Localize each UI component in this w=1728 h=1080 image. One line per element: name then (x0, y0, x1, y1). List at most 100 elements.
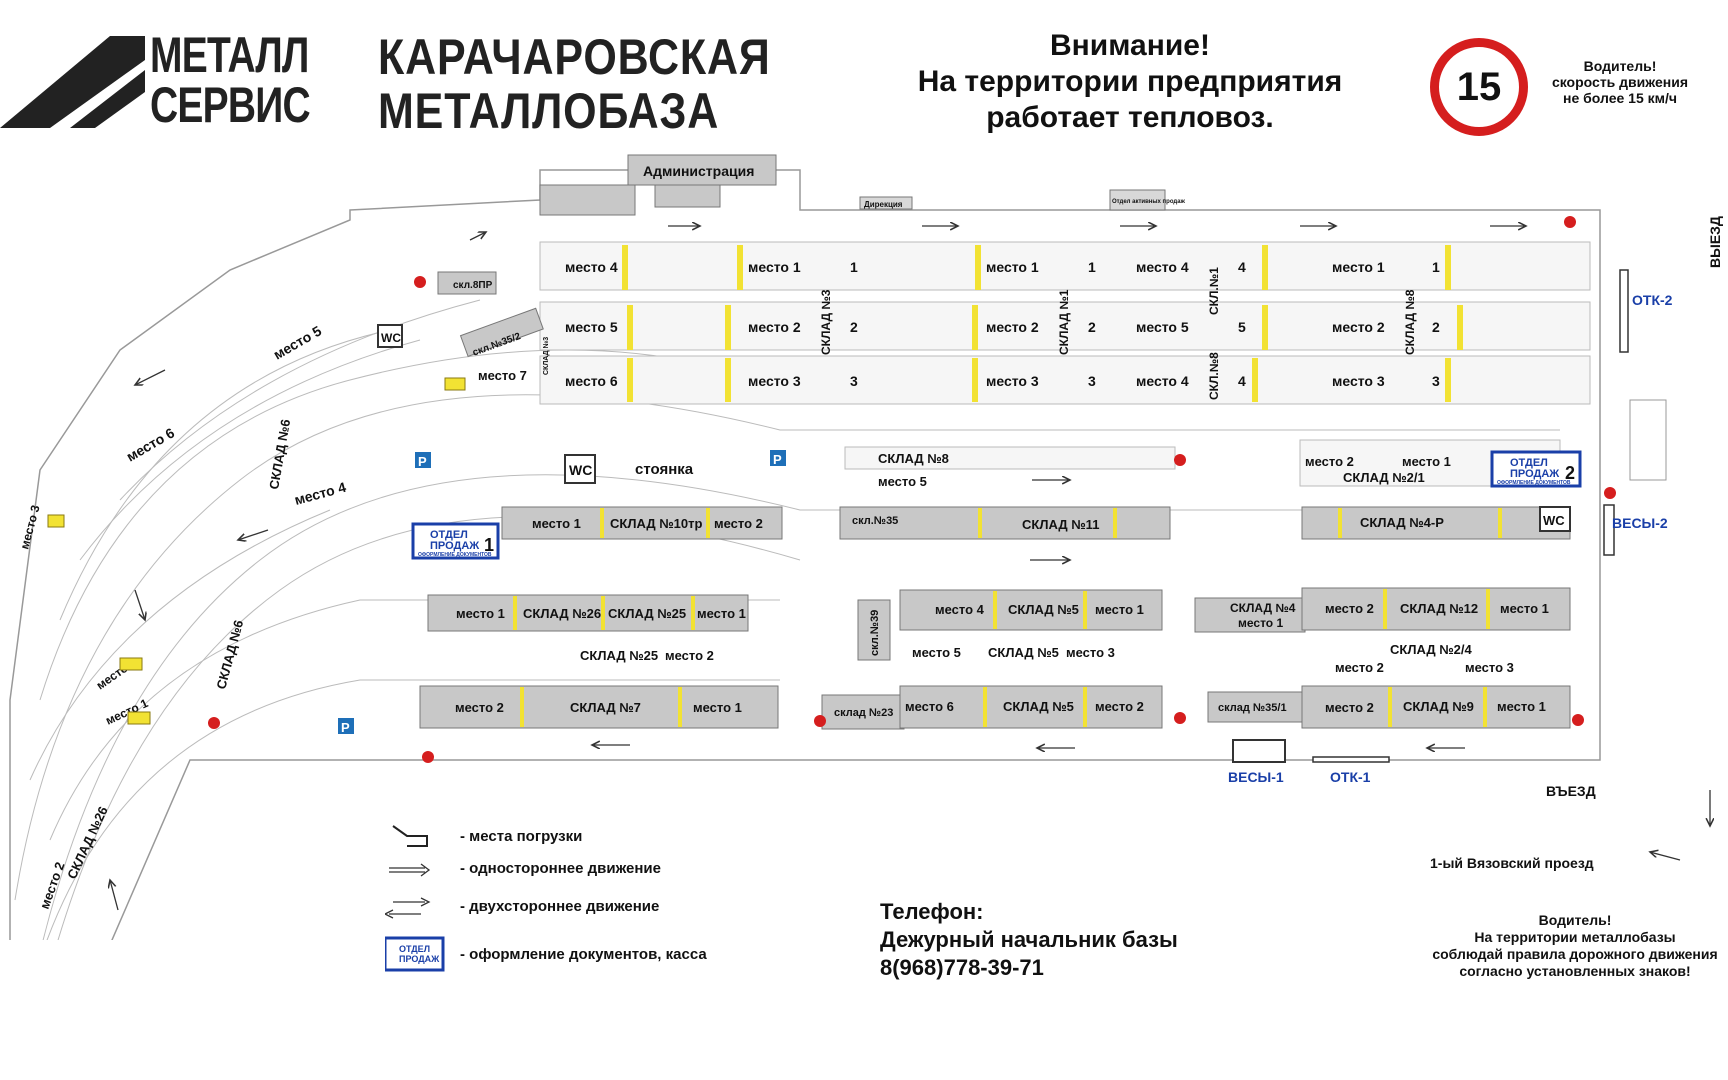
admin-label: Администрация (643, 163, 754, 179)
label-sklad-25-b: СКЛАД №25 (580, 648, 658, 663)
label-n4-b: 4 (1238, 373, 1246, 389)
label-sklad-5-a: СКЛАД №5 (1008, 602, 1079, 617)
label-mesto-4-b: место 4 (1136, 259, 1189, 275)
no-entry-signs (208, 216, 1616, 763)
label-mesto-1-25: место 1 (697, 606, 746, 621)
label-skl-35: скл.№35 (852, 515, 898, 527)
label-sklad-26-b: СКЛАД №26 (523, 606, 601, 621)
label-mesto-4-rail: место 4 (293, 479, 348, 508)
label-sklad-4r: СКЛАД №4-Р (1360, 515, 1444, 530)
sales-2-line-2: ПРОДАЖ (1510, 468, 1559, 480)
admin-annex-2 (654, 184, 721, 208)
legend-icons (385, 825, 445, 972)
label-sklad-8-vertical: СКЛАД №8 (1403, 289, 1417, 355)
sales-2-number: 2 (1565, 463, 1575, 483)
label-mesto-2-25: место 2 (665, 648, 714, 663)
page-title-line-2: МЕТАЛЛОБАЗА (378, 83, 720, 139)
label-mesto-1-c: место 1 (1332, 259, 1385, 275)
label-mesto-2-7: место 2 (455, 700, 504, 715)
label-n2-c: 2 (1432, 319, 1440, 335)
label-entry: ВЪЕЗД (1546, 783, 1596, 799)
contact-phone[interactable]: 8(968)778-39-71 (880, 955, 1044, 980)
sales-1-number: 1 (484, 535, 494, 555)
parking-sign-2-label: P (773, 452, 782, 467)
speed-note: Водитель! скорость движения не более 15 … (1540, 58, 1700, 106)
skl-8pr-building (437, 271, 497, 295)
label-sklad-12: СКЛАД №12 (1400, 601, 1478, 616)
sales-2-sub: ОФОРМЛЕНИЕ ДОКУМЕНТОВ (1497, 480, 1571, 486)
label-n5-a: 5 (1238, 319, 1246, 335)
label-mesto-2-5: место 2 (1095, 699, 1144, 714)
label-mesto-3-a: место 3 (748, 373, 801, 389)
label-skl-8-small: СКЛ.№8 (1207, 352, 1221, 400)
lower-buildings-row-2: место 2 СКЛАД №7 место 1 склад №23 место… (419, 685, 1571, 730)
loading-spot-icon (392, 825, 428, 847)
speed-limit-value: 15 (1456, 64, 1502, 109)
loader-icons (47, 377, 466, 725)
label-sklad-1-vertical: СКЛАД №1 (1057, 289, 1071, 355)
label-mesto-2-c: место 2 (1332, 319, 1385, 335)
label-sklad-4: СКЛАД №4 (1230, 601, 1296, 615)
direction-building (859, 196, 913, 210)
label-otk-1: ОТК-1 (1330, 769, 1371, 785)
warning-line-1: Внимание! (1050, 29, 1210, 62)
legend-loading: - места погрузки (460, 828, 583, 845)
legend-sales-line-1: ОТДЕЛ (399, 944, 431, 954)
label-mesto-1-7: место 1 (693, 700, 742, 715)
middle-buildings: СКЛАД №8 место 5 место 2 место 1 СКЛАД №… (501, 439, 1571, 540)
label-mesto-5-a: место 5 (565, 319, 618, 335)
parking-sign-3 (338, 718, 354, 734)
direction-label: Дирекция (864, 200, 903, 209)
railway-tracks (14, 299, 1560, 940)
footer-note-line-2: На территории металлобазы (1474, 929, 1676, 945)
label-sklad-7: СКЛАД №7 (570, 700, 641, 715)
label-skl-39: скл.№39 (869, 610, 881, 656)
label-n3-c: 3 (1432, 373, 1440, 389)
parking-sign-1 (415, 452, 431, 468)
label-mesto-2-b: место 2 (986, 319, 1039, 335)
label-mesto-5-mid: место 5 (878, 474, 927, 489)
label-mesto-2-9: место 2 (1325, 700, 1374, 715)
label-sklad-26-rail: СКЛАД №26 (64, 804, 111, 881)
label-n2-b: 2 (1088, 319, 1096, 335)
label-sklad-2-1: СКЛАД №2/1 (1343, 470, 1425, 485)
label-sklad-25-a: СКЛАД №25 (608, 606, 686, 621)
label-mesto-3-5: место 3 (1066, 645, 1115, 660)
active-sales-building (1109, 189, 1166, 211)
map-legend: ОТДЕЛ ПРОДАЖ - места погрузки - одностор… (385, 820, 765, 975)
legend-sales-line-2: ПРОДАЖ (399, 954, 440, 964)
label-otk-2: ОТК-2 (1632, 292, 1673, 308)
label-sklad-8: СКЛАД №8 (878, 451, 949, 466)
label-sklad-3-vertical: СКЛАД №3 (819, 289, 833, 355)
legend-oneway: - одностороннее движение (460, 860, 661, 877)
top-bays (539, 241, 1591, 405)
lower-buildings-row-1: место 1 СКЛАД №26 СКЛАД №25 место 1 СКЛА… (427, 587, 1571, 675)
oneway-arrow-icon (389, 863, 431, 877)
parking-sign-2 (770, 450, 786, 466)
parking-lot-label: стоянка (635, 461, 694, 478)
contact-line-2: Дежурный начальник базы (880, 927, 1178, 952)
speed-note-line-2: скорость движения (1551, 74, 1689, 90)
label-n3-b: 3 (1088, 373, 1096, 389)
otk-1-box (1312, 756, 1390, 763)
logo-mark-icon (0, 36, 145, 128)
label-mesto-1-9: место 1 (1497, 699, 1546, 714)
site-map: Администрация Дирекция Отдел активных пр… (9, 154, 1723, 940)
label-sklad-9: СКЛАД №9 (1403, 699, 1474, 714)
label-n1-b: 1 (1088, 259, 1096, 275)
label-n1-a: 1 (850, 259, 858, 275)
label-n2-a: 2 (850, 319, 858, 335)
label-mesto-6-rail: место 6 (124, 424, 178, 464)
top-bay-labels: место 4 место 1 1 место 1 1 место 4 4 ме… (565, 259, 1440, 400)
label-sklad-11: СКЛАД №11 (1022, 517, 1099, 532)
label-sklad-6-b: СКЛАД №6 (213, 618, 246, 690)
label-mesto-2-12: место 2 (1325, 601, 1374, 616)
active-sales-label: Отдел активных продаж (1112, 199, 1186, 205)
label-mesto-4-5: место 4 (935, 602, 985, 617)
label-skl-1-small: СКЛ.№1 (1207, 267, 1221, 315)
top-bay-dividers (622, 245, 1463, 402)
sales-office-2: ОТДЕЛ ПРОДАЖ ОФОРМЛЕНИЕ ДОКУМЕНТОВ 2 (1490, 450, 1582, 488)
speed-limit-sign: 15 (1430, 38, 1528, 136)
label-n4-a: 4 (1238, 259, 1246, 275)
warning-line-2: На территории предприятия (917, 65, 1343, 98)
